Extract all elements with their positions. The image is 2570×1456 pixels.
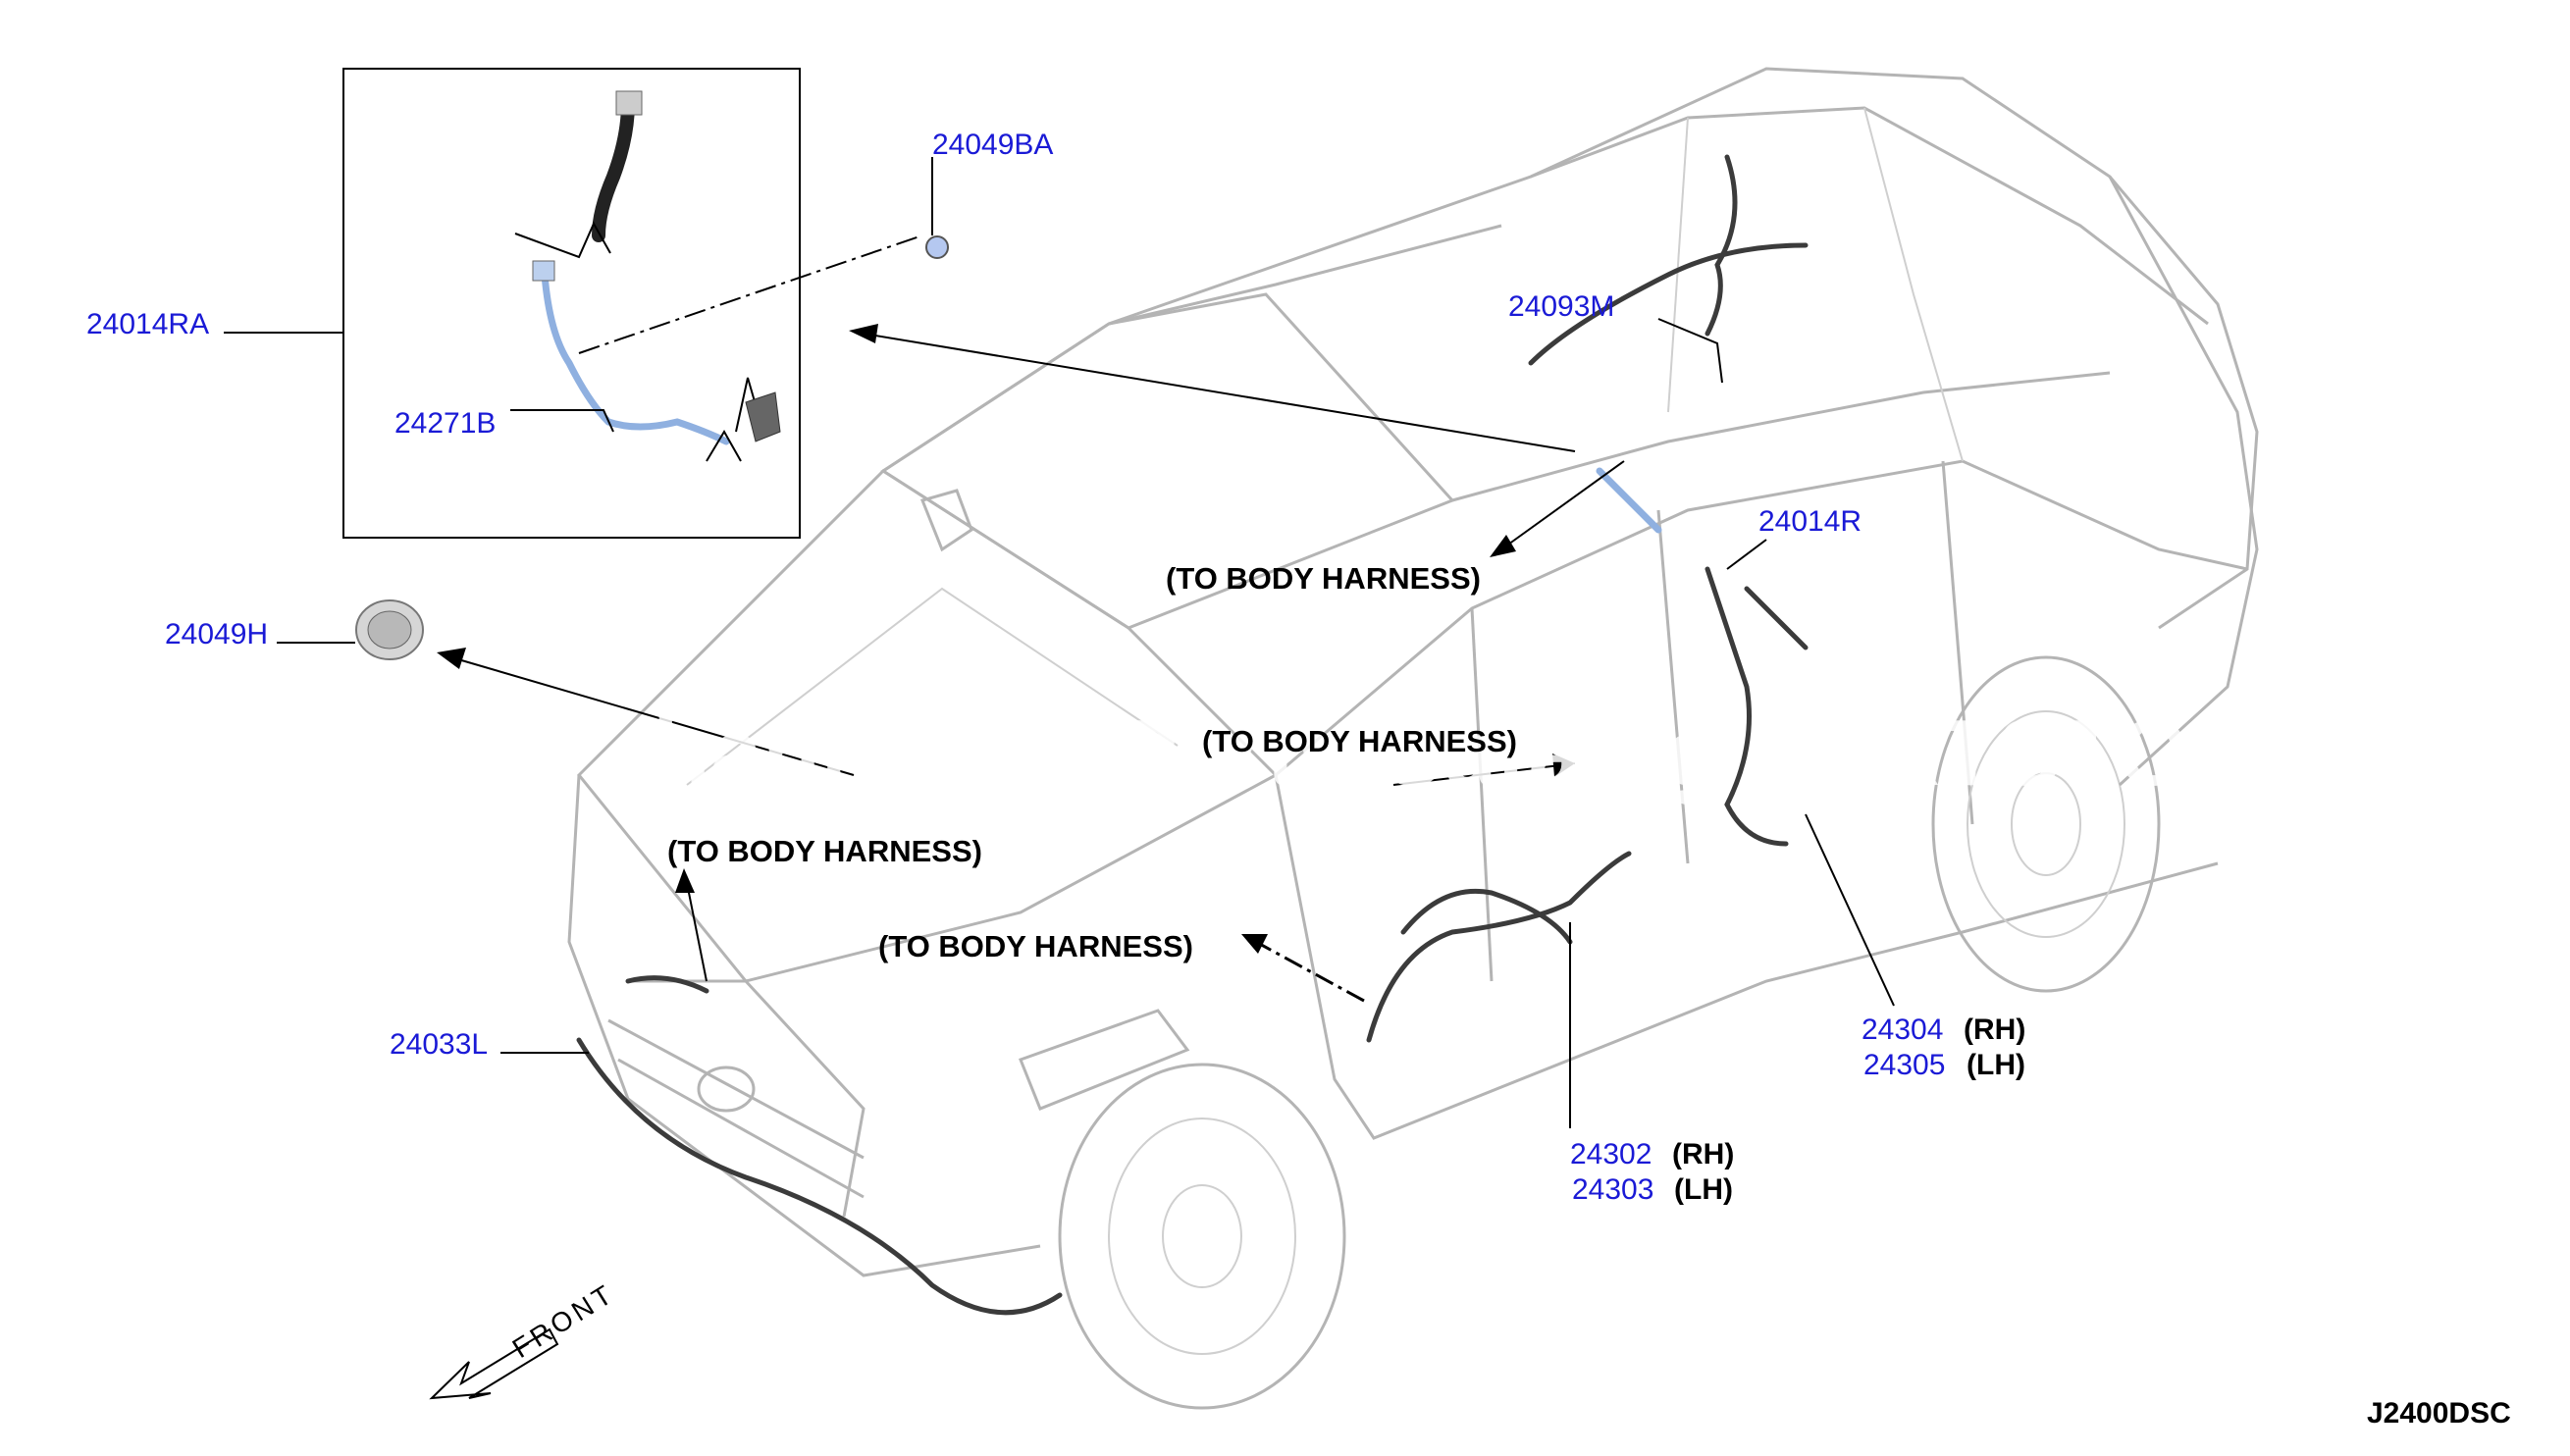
arrow-to-inset [849,324,1576,452]
part-label-24049ba[interactable]: 24049BA [932,129,1053,161]
side-label-24304-rh: (RH) [1964,1014,2025,1046]
arrow-to-grommet [437,648,855,776]
front-direction-indicator: FRONT [429,1277,620,1400]
grommet-24049h[interactable] [355,599,424,660]
part-label-24014ra[interactable]: 24014RA [86,308,209,340]
part-label-24302[interactable]: 24302 [1570,1138,1652,1170]
side-label-24302-rh: (RH) [1672,1138,1734,1170]
part-label-24303[interactable]: 24303 [1572,1173,1653,1206]
arrow-left-body-harness [675,868,708,982]
diagram-code: J2400DSC [2367,1397,2511,1430]
part-label-24093m[interactable]: 24093M [1508,290,1614,323]
part-label-24033l[interactable]: 24033L [390,1028,488,1061]
note-to-body-harness-top: (TO BODY HARNESS) [1166,561,1481,596]
arrow-top-body-harness [1490,460,1625,557]
part-label-24049h[interactable]: 24049H [165,618,268,650]
part-label-24014r[interactable]: 24014R [1758,505,1862,538]
harness-routing [576,154,1809,1316]
front-label: FRONT [507,1277,620,1364]
leader-24093m [1657,318,1723,384]
note-to-body-harness-left: (TO BODY HARNESS) [667,834,982,868]
part-label-24304[interactable]: 24304 [1862,1014,1943,1046]
clip-24049ba[interactable] [925,157,949,259]
side-label-24303-lh: (LH) [1674,1173,1733,1206]
part-label-24305[interactable]: 24305 [1863,1049,1945,1081]
watermark-text: hant Auto Parts Catalog PARTSTO [653,701,2189,806]
inset-detail-box [342,68,923,539]
leader-24304 [1805,813,1895,1007]
leader-24271b [510,409,614,433]
part-label-24271b[interactable]: 24271B [394,407,496,440]
note-to-body-harness-low: (TO BODY HARNESS) [878,929,1193,963]
arrow-low-body-harness [1241,934,1365,1003]
leader-24014r [1726,539,1767,570]
arrow-mid-body-harness [1392,754,1575,786]
note-to-body-harness-mid: (TO BODY HARNESS) [1202,724,1517,758]
side-label-24305-lh: (LH) [1967,1049,2025,1081]
